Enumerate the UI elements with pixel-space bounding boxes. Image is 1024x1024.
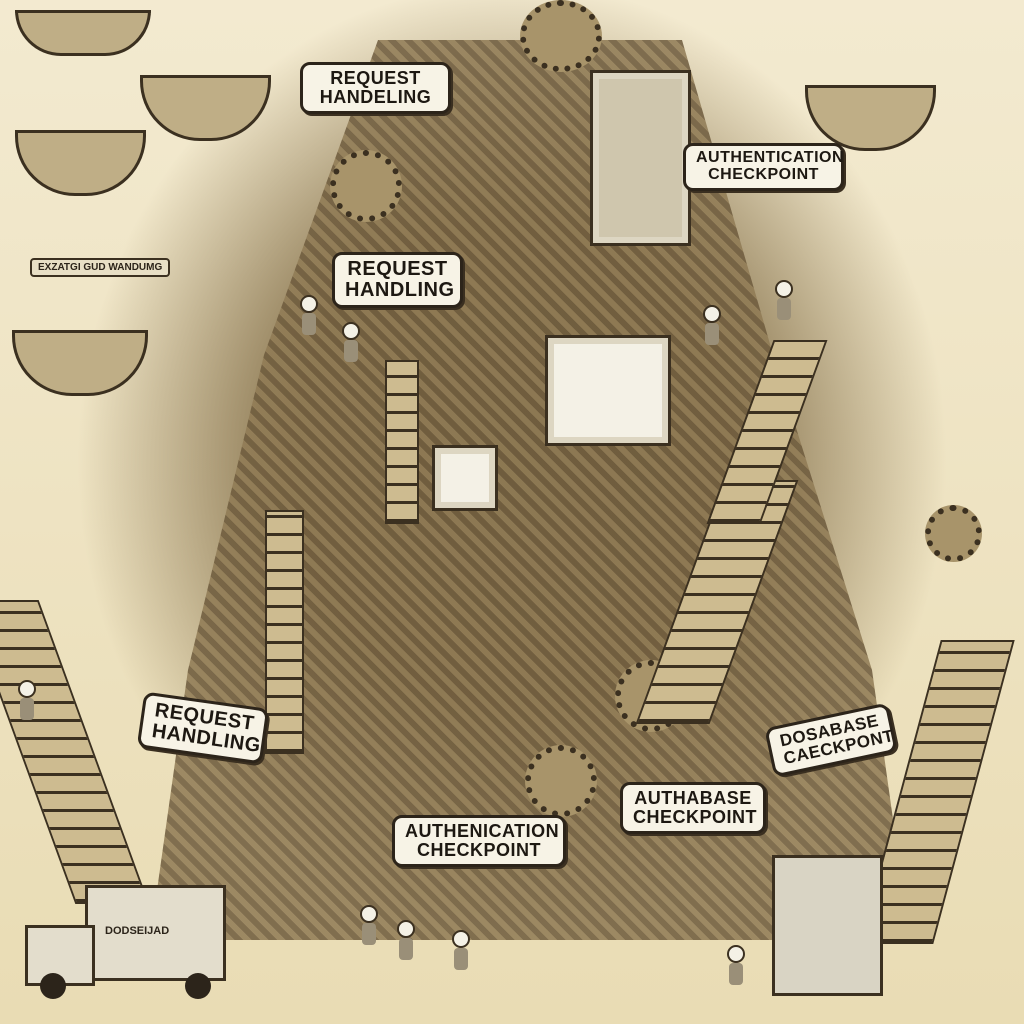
little-figure [775,280,793,320]
label-authentication-checkpoint-top: AUTHENTICATION CHECKPOINT [683,143,844,191]
label-line: CHECKPOINT [708,165,819,183]
little-figure [727,945,745,985]
gear-icon [330,150,402,222]
label-authbase-checkpoint: AUTHABASE CHECKPOINT [620,782,766,834]
server-cabinet [772,855,883,996]
label-authentication-checkpoint-bottom: AUTHENICATION CHECKPOINT [392,815,566,867]
label-line: REQUEST [330,68,421,88]
little-figure [18,680,36,720]
gear-icon [525,745,597,817]
computer-monitor [545,335,671,446]
ladder [385,360,419,524]
delivery-truck: DODSEIJAD [25,885,226,1005]
ladder [265,510,304,754]
label-line: HANDELING [319,86,432,107]
little-figure [342,322,360,362]
ship-wheel-icon [925,505,982,562]
scroll-sign-left: EXZATGI GUD WANDUMG [30,258,171,277]
little-figure [360,905,378,945]
little-figure [397,920,415,960]
label-line: CHECKPOINT [416,839,541,860]
label-line: REQUEST [347,258,448,280]
truck-side-text: DODSEIJAD [105,925,170,937]
label-line: AUTHENTICATION [696,149,845,166]
label-request-handling-middle: REQUEST HANDLING [332,252,463,308]
little-figure [703,305,721,345]
label-line: HANDLING [345,279,455,301]
server-rack [590,70,691,246]
label-request-handling-top: REQUEST HANDELING [300,62,451,114]
little-figure [300,295,318,335]
computer-monitor [432,445,498,511]
gear-icon [520,0,602,72]
label-line: AUTHABASE [634,788,752,808]
label-line: AUTHENICATION [405,821,560,841]
little-figure [452,930,470,970]
label-line: CHECKPOINT [633,806,758,827]
